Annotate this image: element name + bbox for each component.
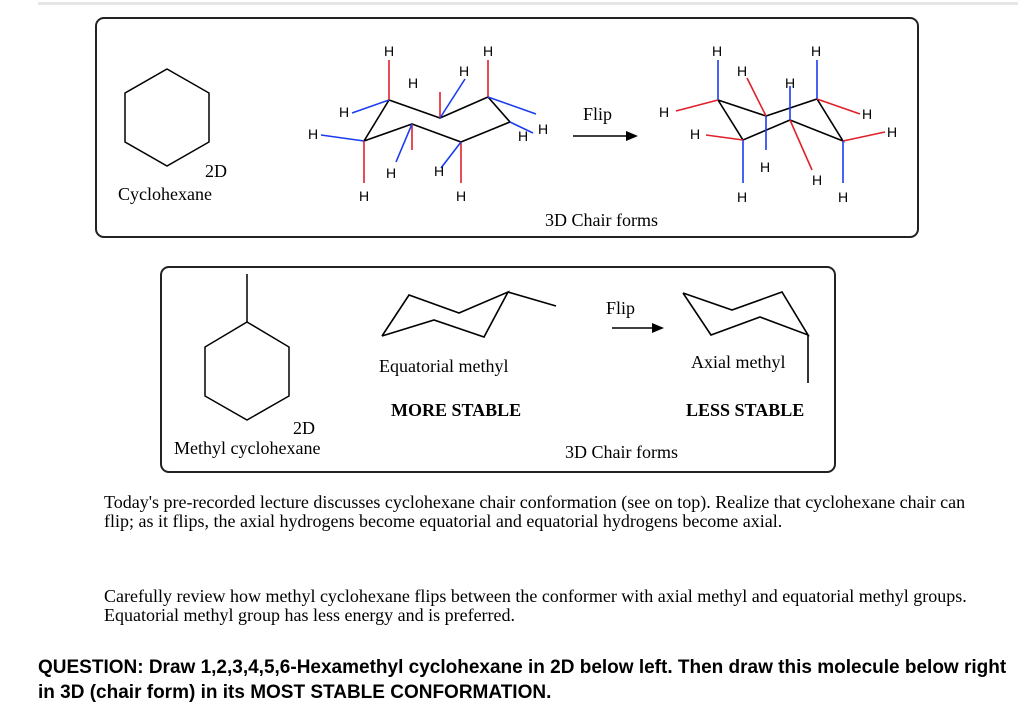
svg-text:H: H [811, 43, 821, 59]
svg-text:H: H [384, 43, 394, 59]
chair-left-hydrogen-labels: H H H H H H H H H H H H [308, 43, 548, 204]
svg-text:H: H [518, 128, 528, 144]
svg-text:H: H [737, 63, 747, 79]
top-divider [38, 2, 1018, 5]
lecture-paragraph: Today's pre-recorded lecture discusses c… [104, 492, 966, 531]
svg-text:H: H [690, 126, 700, 142]
cyclohexane-name-label: Cyclohexane [118, 184, 212, 204]
less-stable-label: LESS STABLE [686, 400, 805, 420]
svg-text:H: H [308, 126, 318, 142]
chair-axial-methyl [682, 291, 810, 383]
svg-text:H: H [659, 104, 669, 120]
svg-text:H: H [483, 43, 493, 59]
flip-label-2: Flip [606, 298, 636, 318]
svg-text:H: H [887, 124, 897, 140]
svg-text:H: H [760, 159, 770, 175]
cyclohexane-panel [95, 17, 919, 238]
svg-text:H: H [456, 188, 466, 204]
svg-text:H: H [359, 188, 369, 204]
methyl-cyclohexane-2d [204, 274, 290, 421]
svg-text:H: H [785, 75, 795, 91]
svg-text:H: H [386, 165, 396, 181]
flip-label-1: Flip [583, 104, 613, 124]
svg-text:H: H [737, 189, 747, 205]
flip-arrow-1 [573, 131, 638, 141]
svg-text:H: H [862, 106, 872, 122]
svg-text:H: H [838, 189, 848, 205]
more-stable-label: MORE STABLE [391, 400, 522, 420]
svg-text:H: H [434, 163, 444, 179]
flip-arrow-2 [612, 323, 664, 333]
svg-text:H: H [408, 75, 418, 91]
chair-forms-label-2: 3D Chair forms [565, 442, 678, 462]
axial-methyl-label: Axial methyl [691, 352, 786, 372]
svg-text:H: H [712, 43, 722, 59]
methyl-cyclohexane-panel [160, 266, 836, 473]
chair-forms-label-1: 3D Chair forms [545, 210, 658, 230]
chair-left [320, 60, 537, 183]
question-text: QUESTION: Draw 1,2,3,4,5,6-Hexamethyl cy… [38, 657, 1007, 703]
chair-right-hydrogen-labels: H H H H H H H H H H H H [659, 43, 897, 205]
svg-text:H: H [459, 63, 469, 79]
chair-right [675, 60, 886, 183]
methyl-cyclohexane-name-label: Methyl cyclohexane [174, 438, 321, 458]
svg-text:H: H [339, 104, 349, 120]
methyl-review-paragraph: Carefully review how methyl cyclohexane … [104, 586, 967, 625]
cyclohexane-2d-hexagon [124, 68, 210, 167]
chair-equatorial-methyl [381, 290, 557, 338]
methyl-2d-label: 2D [293, 418, 315, 438]
cyclohexane-2d-label: 2D [205, 161, 227, 181]
svg-text:H: H [538, 121, 548, 137]
equatorial-methyl-label: Equatorial methyl [379, 356, 509, 376]
svg-text:H: H [812, 172, 822, 188]
